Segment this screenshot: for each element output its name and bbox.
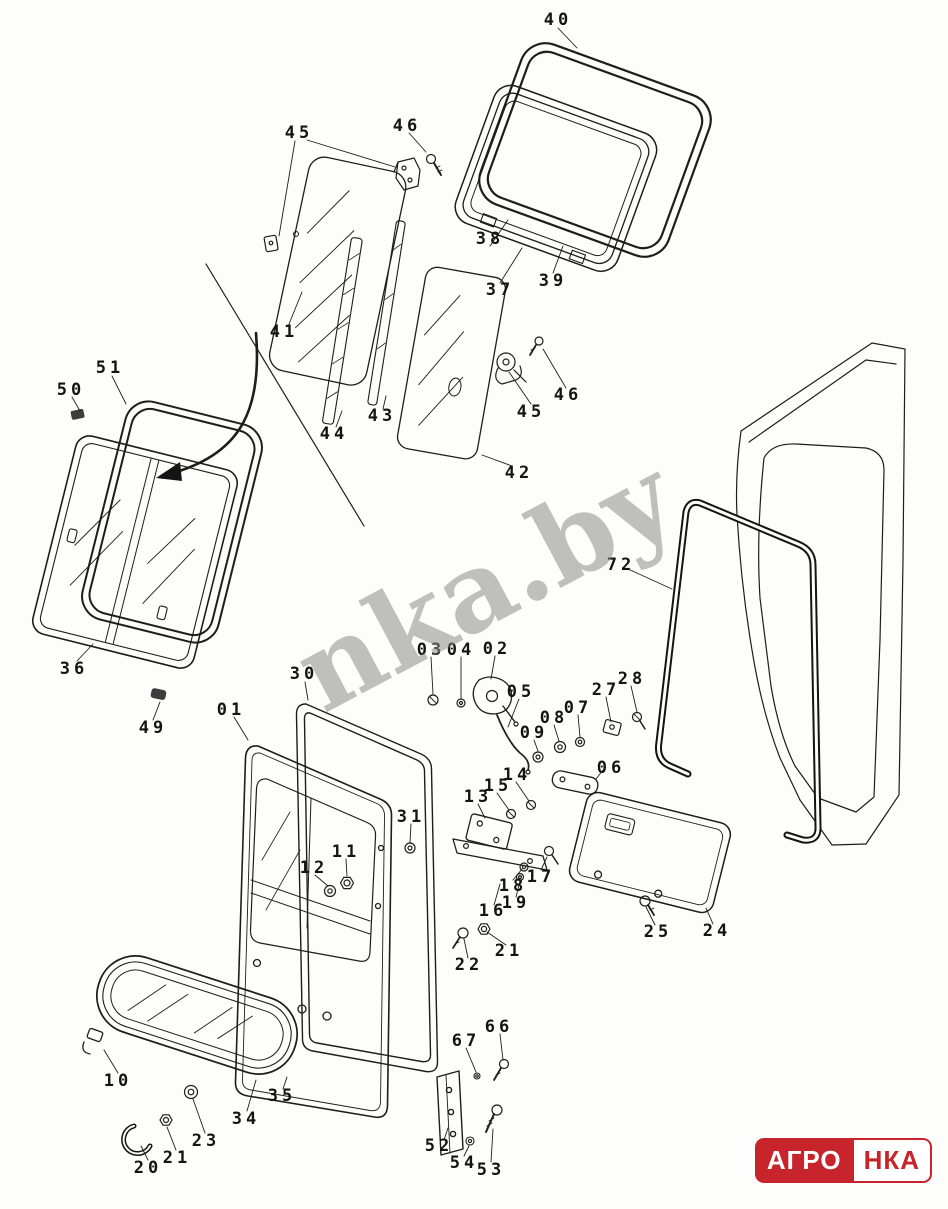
sliding-window-36 [30, 433, 240, 671]
washer-54 [466, 1137, 474, 1145]
upper-bolt-46 [427, 155, 443, 176]
upper-latch-45 [264, 158, 420, 252]
nut-21b [160, 1115, 172, 1125]
brand-logo-left: АГРО [754, 1138, 854, 1183]
rear-window-seal-40 [472, 36, 718, 264]
clip-49 [150, 688, 167, 700]
hardware-cluster [325, 677, 646, 948]
door-seal-30 [296, 704, 437, 1072]
clip-10 [83, 1028, 103, 1054]
door-glass-41 [267, 154, 409, 388]
pin-67 [474, 1073, 480, 1079]
brand-logo-right: НКА [853, 1138, 932, 1183]
sliding-window-seal-51 [77, 396, 267, 647]
washer-23 [185, 1086, 198, 1099]
rear-window-frame-37-38-39 [450, 80, 662, 276]
door-panel-24 [567, 790, 733, 915]
screw-25 [640, 896, 654, 915]
door-opening-seal-72 [658, 502, 818, 840]
cab-body [737, 343, 906, 845]
lower-latch-45 [496, 353, 526, 384]
clip-50 [70, 409, 85, 420]
hinge-plate-52 [437, 1071, 463, 1155]
lower-bolt-46 [530, 337, 543, 355]
clip-20 [124, 1126, 150, 1154]
door-frame-01 [235, 746, 391, 1117]
glass-run-44 [322, 237, 362, 424]
brand-logo: АГРО НКА [754, 1138, 932, 1183]
bolt-66 [494, 1060, 509, 1081]
glass-run-43 [368, 220, 406, 405]
lower-glass-34-35 [87, 946, 307, 1084]
install-arrow [156, 264, 364, 526]
glass-41-hole [294, 232, 299, 237]
vent-glass-42 [396, 265, 508, 460]
bolt-53 [486, 1105, 502, 1132]
leader-lines [72, 28, 713, 1162]
